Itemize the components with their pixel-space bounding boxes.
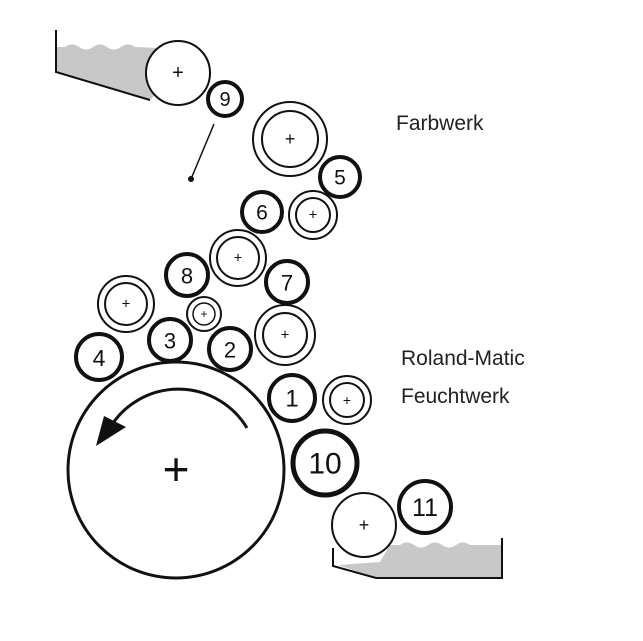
roller-4-label: 4: [93, 345, 106, 371]
roller-11: 11: [397, 479, 453, 535]
ink-fountain-roller-center-mark: +: [172, 62, 184, 84]
water-fountain: [332, 538, 503, 579]
distributor-roller-upper: +: [209, 229, 267, 287]
roller-10-label: 10: [308, 448, 341, 481]
ink-roller-large: +: [252, 101, 328, 177]
roller-6-label: 6: [256, 202, 268, 225]
roller-2-label: 2: [224, 338, 236, 363]
plate-cylinder: +: [66, 360, 286, 580]
roller-7: 7: [264, 259, 310, 305]
distributor-roller-left-center-mark: +: [122, 296, 131, 313]
roller-9: 9: [206, 80, 244, 118]
rotation-arrow-icon: [96, 387, 249, 446]
dampening-unit-label-line2: Feuchtwerk: [401, 385, 510, 408]
roller-3: 3: [147, 317, 193, 363]
roller-10: 10: [290, 428, 360, 498]
roller-8: 8: [164, 252, 210, 298]
roller-4: 4: [74, 332, 124, 382]
roller-6: 6: [240, 190, 284, 234]
dampening-rider-roller: +: [322, 375, 372, 425]
distributor-roller-right: +: [254, 304, 316, 366]
roller-11-label: 11: [412, 494, 438, 522]
rider-roller-small: +: [186, 296, 222, 332]
distributor-roller-left: +: [97, 275, 155, 333]
roller-5: 5: [318, 155, 362, 199]
plate-cylinder-center-mark: +: [163, 443, 190, 495]
dampening-unit-label-line1: Roland-Matic: [401, 347, 525, 370]
ductor-pivot-arm: [188, 123, 215, 182]
dampening-rider-roller-center-mark: +: [343, 392, 351, 408]
roller-3-label: 3: [164, 329, 176, 354]
roller-9-label: 9: [219, 89, 230, 111]
water-pan-roller: +: [331, 492, 397, 558]
inking-unit-label: Farbwerk: [396, 112, 484, 135]
distributor-roller-upper-center-mark: +: [234, 250, 243, 267]
roller-1-label: 1: [285, 386, 298, 413]
ink-fountain-roller: +: [145, 40, 211, 106]
distributor-roller-right-center-mark: +: [281, 327, 290, 344]
roller-8-label: 8: [181, 264, 193, 289]
roller-1: 1: [267, 373, 317, 423]
ink-roller-large-center-mark: +: [285, 129, 296, 149]
roller-7-label: 7: [281, 271, 293, 296]
ink-roller-small: +: [288, 190, 338, 240]
roller-5-label: 5: [334, 167, 346, 190]
water-pan-roller-center-mark: +: [359, 515, 370, 535]
ink-roller-small-center-mark: +: [309, 207, 318, 224]
rider-roller-small-center-mark: +: [200, 307, 207, 321]
roller-2: 2: [207, 326, 253, 372]
ink-fountain: [55, 30, 162, 101]
